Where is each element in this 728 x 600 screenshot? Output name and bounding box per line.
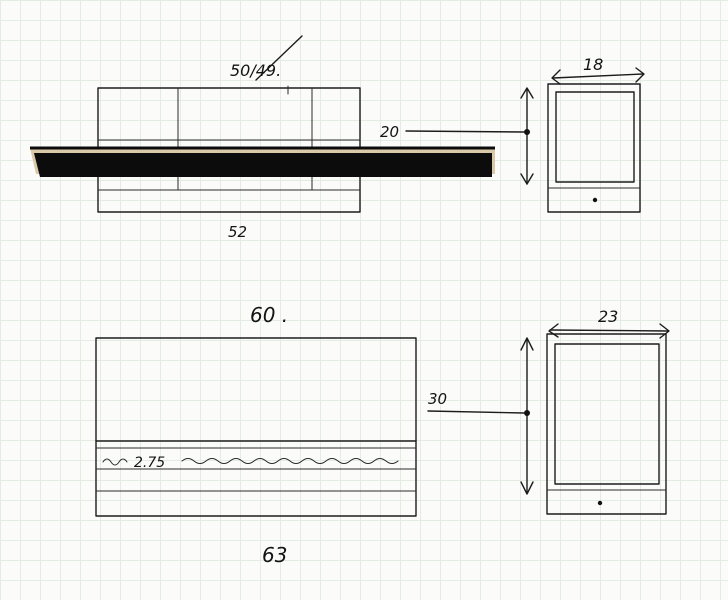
bottom-front-view: 2.75 63 — [95, 337, 417, 567]
bottom-side-width-arrow-left — [548, 323, 559, 338]
top-side-width-dim — [552, 73, 644, 79]
top-front-caption: 60 . — [250, 303, 288, 327]
bottom-side-leader-line — [427, 410, 525, 414]
top-front-dark-strip — [34, 153, 492, 177]
top-side-width-arrow-left — [551, 69, 561, 85]
top-side-width-label: 18 — [583, 55, 603, 74]
top-side-depth-label: 20 — [380, 123, 399, 141]
top-front-slash — [255, 35, 303, 81]
bottom-side-view: 23 30 — [427, 307, 670, 515]
bottom-side-leader-dot — [524, 410, 530, 416]
bottom-front-strip-label: 2.75 — [134, 455, 165, 471]
bottom-side-outline — [546, 333, 667, 515]
bottom-side-width-label: 23 — [598, 307, 618, 326]
bottom-side-depth-label: 30 — [428, 390, 447, 408]
top-side-dot — [592, 197, 598, 203]
bottom-side-width-dim — [549, 329, 669, 332]
top-front-width-label: 50/49. — [230, 61, 281, 80]
bottom-side-screen — [554, 343, 660, 485]
top-side-outline — [547, 83, 641, 213]
bottom-front-caption: 63 — [262, 543, 287, 567]
top-side-height-arrow-bottom — [520, 173, 534, 185]
bottom-front-squiggle-left — [102, 458, 128, 466]
top-side-screen — [555, 91, 635, 183]
top-side-view: 18 20 — [380, 55, 645, 213]
top-side-leader-dot — [524, 129, 530, 135]
top-side-height-arrow-top — [520, 87, 534, 99]
top-side-leader-line — [405, 130, 525, 133]
bottom-side-width-arrow-right — [659, 323, 670, 339]
bottom-side-dot — [597, 500, 603, 506]
bottom-front-squiggle-right — [181, 458, 399, 464]
top-front-bottom-label: 52 — [228, 223, 247, 241]
bottom-front-outline — [95, 337, 417, 517]
top-side-width-arrow-right — [635, 67, 645, 83]
top-front-view: 50/49. 52 60 . — [30, 35, 495, 327]
bottom-side-height-arrow-top — [520, 337, 534, 351]
bottom-side-height-arrow-bottom — [520, 481, 534, 495]
